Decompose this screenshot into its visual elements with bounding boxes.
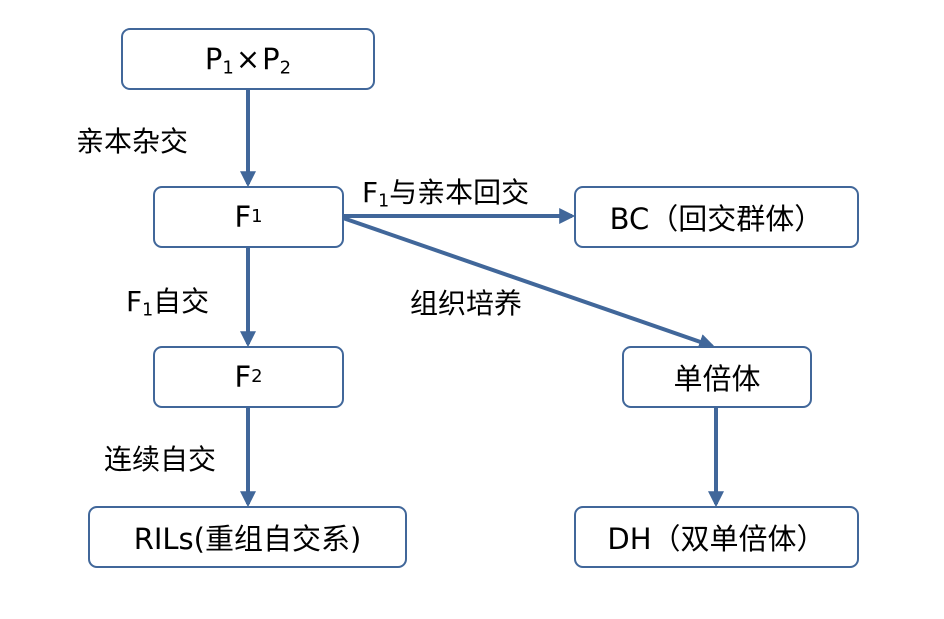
label-continuous: 连续自交	[104, 443, 217, 476]
arrow-f1-to-haploid	[342, 216, 716, 350]
parents-p2: P2	[262, 42, 292, 79]
haploid-node: 单倍体	[622, 346, 812, 408]
parents-node: P1 × P2	[121, 28, 375, 90]
parents-p1: P1	[204, 42, 234, 79]
label-hybrid: 亲本杂交	[76, 125, 189, 158]
label-culture: 组织培养	[410, 287, 523, 320]
bc-node: BC（回交群体）	[574, 186, 859, 248]
dh-node: DH（双单倍体）	[574, 506, 859, 568]
rils-node: RILs(重组自交系)	[88, 506, 407, 568]
cross-symbol: ×	[235, 42, 261, 76]
label-selfing: F1自交	[126, 285, 210, 321]
label-backcross: F1与亲本回交	[362, 176, 530, 212]
